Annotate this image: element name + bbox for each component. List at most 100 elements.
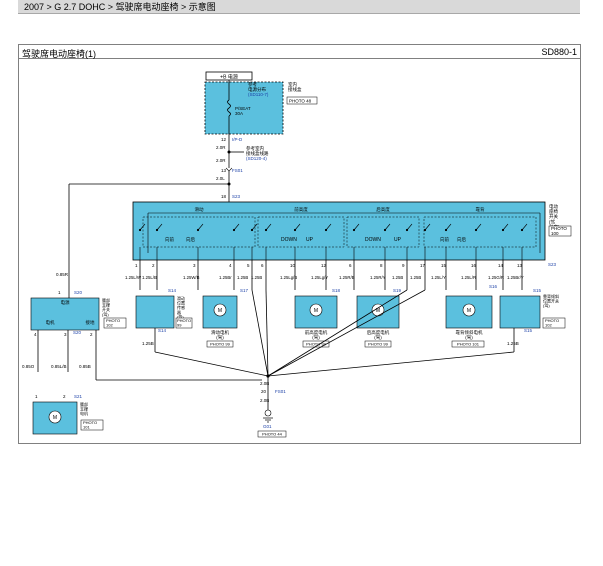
conn-a: I/P-D	[232, 137, 243, 142]
pin-number: 10	[290, 263, 296, 268]
jb-photo: PHOTO 48	[289, 99, 312, 104]
supply-label: +B 电源	[220, 74, 238, 81]
switch-photo-box	[548, 225, 572, 237]
pin-number: 8	[380, 263, 383, 268]
recline-back: 向后	[457, 236, 466, 243]
pin-wire-label: 1.25Br/Y	[507, 275, 524, 280]
conn-s18: S18	[332, 288, 341, 293]
lumbar-w-b: 0.85L/B	[51, 364, 67, 369]
page-title: 驾驶席电动座椅(1)	[22, 49, 96, 59]
pin-number: 2	[152, 263, 155, 268]
conn-s17: S17	[240, 288, 249, 293]
ground-lines	[154, 289, 515, 410]
pin-b: 13	[221, 168, 227, 173]
pin-wire-label: 1.25L/W	[125, 275, 142, 280]
junction-box	[204, 81, 284, 135]
pin-number: 4	[229, 263, 232, 268]
svg-text:4: 4	[34, 332, 37, 337]
rear-up: UP	[394, 237, 402, 243]
conn-s15: S15	[533, 288, 542, 293]
pin-wire-label: 1.25L/R	[461, 275, 476, 280]
recline-group	[423, 216, 537, 248]
group-recline: 靠背	[476, 206, 485, 213]
fuse-symbol	[227, 99, 231, 117]
pin-number: 13	[517, 263, 523, 268]
rear-motor-label: 后高度电机(驾)	[367, 329, 390, 341]
pin-number: 17	[420, 263, 426, 268]
gnd-w2: 2.0B	[260, 381, 269, 386]
recline-fwd: 向前	[440, 236, 449, 243]
conn-s16: S16	[489, 284, 498, 289]
pin-number: 14	[498, 263, 504, 268]
svg-text:M: M	[467, 308, 471, 314]
lumbar-ground-sw: 接地	[86, 319, 95, 326]
pin-number: 6	[349, 263, 352, 268]
svg-text:1: 1	[35, 394, 38, 399]
gnd-w5: 2.0B	[260, 398, 269, 403]
svg-text:2: 2	[90, 332, 93, 337]
front-up: UP	[306, 237, 314, 243]
front-motor-photo: PHOTO 99	[306, 342, 326, 347]
rear-group	[346, 216, 420, 248]
slide-group	[142, 216, 256, 248]
pin-a: 12	[221, 137, 227, 142]
pin-number: 5	[247, 263, 250, 268]
pin-wire-label: 1.25B	[410, 275, 421, 280]
wire-w2: 2.0R	[216, 158, 226, 163]
pin-number: 1	[135, 263, 138, 268]
group-rear: 后高度	[376, 206, 390, 213]
svg-text:M: M	[53, 415, 57, 421]
pin-wire-label: 1.25L/B	[142, 275, 157, 280]
lumbar-label: 腰部支撑开关(驾)	[102, 297, 110, 317]
svg-text:M: M	[314, 308, 318, 314]
lumbar-title: 电源	[61, 299, 70, 306]
lumbar-w-a: 0.85O	[22, 364, 35, 369]
pin-wire-label: 1.25Br	[219, 275, 232, 280]
svg-text:M: M	[218, 308, 222, 314]
recline-position-switch	[499, 295, 541, 329]
rear-down: DOWN	[365, 237, 381, 243]
ref-b-2: 接线盒线路	[246, 150, 269, 157]
slide-motor-photo: PHOTO 99	[210, 342, 230, 347]
front-group	[257, 216, 345, 248]
pin-wires: 11.25L/W21.25L/B31.25W/B41.25Br51.25B61.…	[125, 253, 524, 290]
pin-wire-label: 1.25Lg/B	[280, 275, 297, 280]
recline-motor-label: 靠背倾斜电机(驾)	[456, 329, 483, 341]
diagram-title-bar	[18, 44, 581, 59]
lumbar-motor-label: 腰部支撑电机	[80, 401, 88, 416]
pin-wire-label: 1.25B	[251, 275, 262, 280]
fuse-label-2: 30A	[235, 111, 243, 116]
slide-position-sensor	[135, 295, 175, 329]
pin-number: 6	[261, 263, 264, 268]
front-motor-label: 前高度电机(驾)	[305, 329, 328, 341]
ref-label-2: 电源分布	[248, 86, 266, 93]
group-front: 前高度	[294, 206, 308, 213]
recline-motor-photo: PHOTO 101	[457, 342, 480, 347]
pin-number: 16	[471, 263, 477, 268]
ground-photo: PHOTO 44	[262, 432, 282, 437]
pin-wire-label: 1.25G/R	[488, 275, 504, 280]
wire-w3: 2.0L	[216, 176, 225, 181]
slide-pos-label: 滑动位置传感器(驾)	[177, 295, 185, 319]
gnd-w4: 1.25B	[507, 341, 519, 346]
conn-b: FS01	[232, 168, 243, 173]
ground-label: G01	[263, 424, 272, 429]
ref-label-3: (SD110-7)	[248, 92, 269, 97]
pin-wire-label: 1.25B	[392, 275, 403, 280]
pin-wire-label: 1.25W/B	[183, 275, 200, 280]
pin-number: 15	[441, 263, 447, 268]
breadcrumb: 2007 > G 2.7 DOHC > 驾驶席电动座椅 > 示意图	[18, 0, 580, 14]
conn-s14: S14	[168, 288, 177, 293]
group-slide: 滑动	[195, 206, 204, 213]
pin-wire-label: 1.25L/Y	[431, 275, 446, 280]
recline-pos-label: 靠背倾斜位置开关(驾)	[543, 293, 559, 308]
diagram-code: SD880-1	[541, 47, 577, 57]
jb-photo-box	[286, 96, 318, 105]
fuse-label-1: P/SEAT	[235, 106, 251, 111]
wire-w1: 2.0R	[216, 145, 226, 150]
